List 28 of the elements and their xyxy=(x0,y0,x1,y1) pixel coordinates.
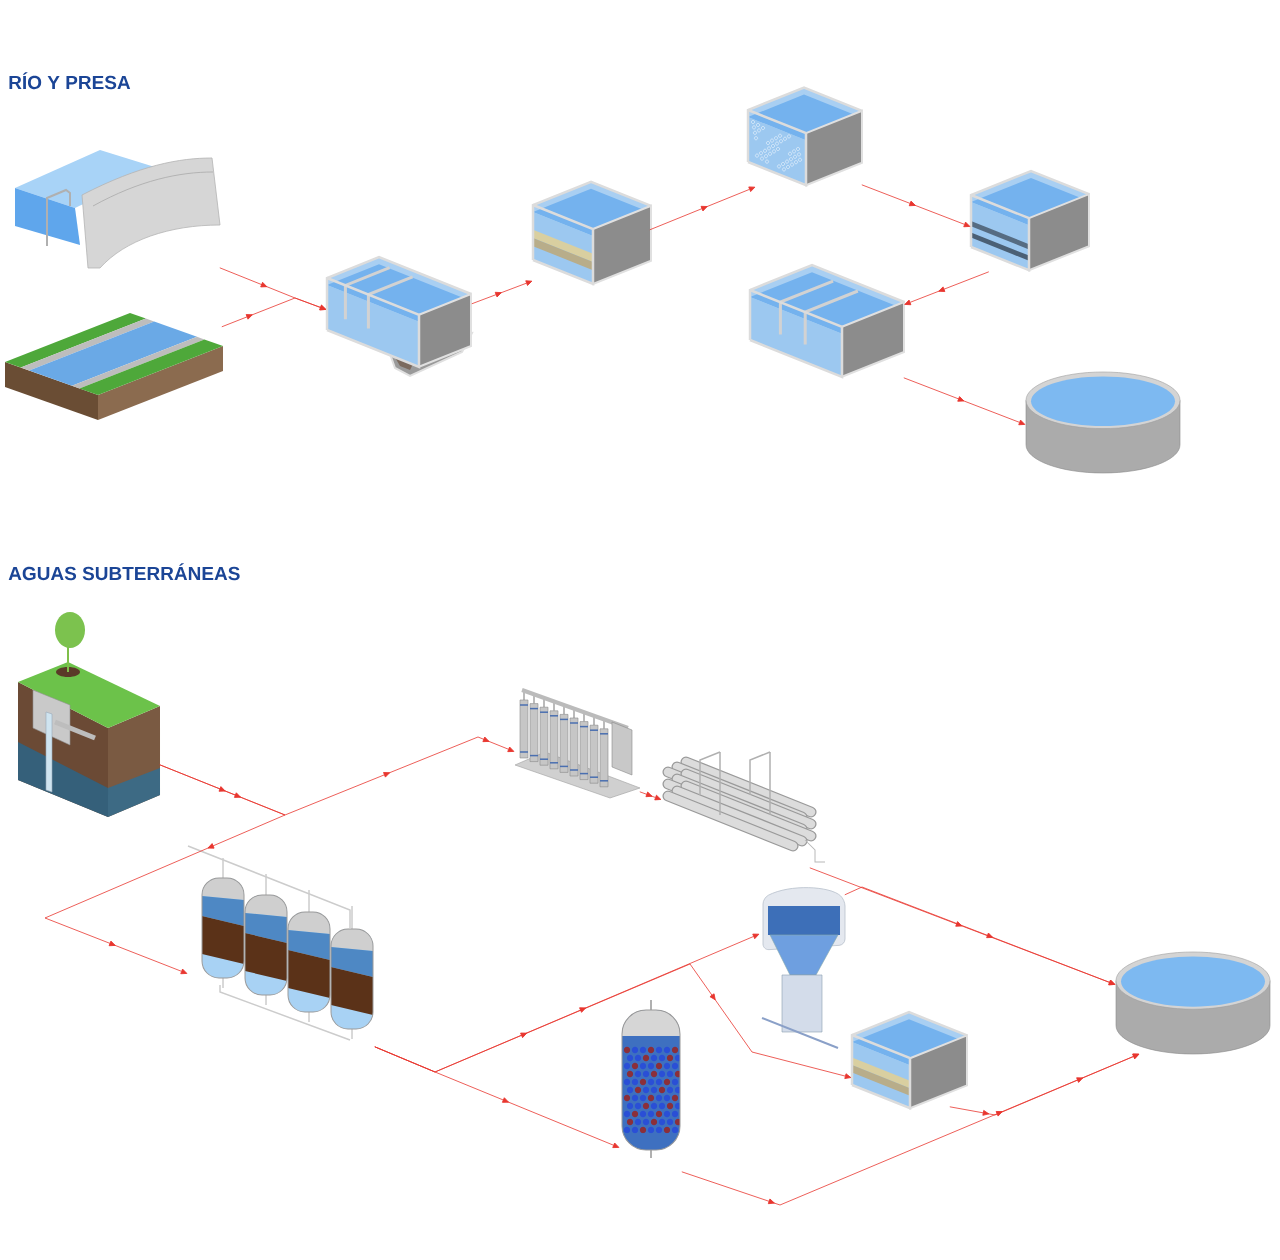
well-drawing xyxy=(18,612,160,817)
storage-tank-drawing xyxy=(1025,371,1181,474)
layered-tank-drawing xyxy=(969,169,1090,273)
flow-arrow xyxy=(903,377,1026,426)
clarifier-drawing xyxy=(761,887,846,1049)
section-heading: AGUAS SUBTERRÁNEAS xyxy=(8,563,240,581)
membrane-skid-drawing xyxy=(514,688,641,799)
flow-arrow xyxy=(649,186,756,231)
dam-drawing xyxy=(15,150,221,269)
filter-tank-drawing xyxy=(531,180,652,286)
pressure-vessels-drawing xyxy=(187,845,374,1041)
river-drawing xyxy=(5,313,223,420)
flow-arrow xyxy=(374,1046,620,1148)
flow-arrow xyxy=(639,791,662,801)
flow-arrow xyxy=(861,184,971,228)
bead-vessel-drawing xyxy=(621,999,681,1159)
flow-arrow xyxy=(844,886,1116,986)
aeration-tank-drawing xyxy=(746,86,863,188)
flow-arrow xyxy=(471,280,533,305)
tube-rack-drawing xyxy=(662,751,826,863)
section-heading: RÍO Y PRESA xyxy=(9,72,131,90)
flow-arrow xyxy=(681,1053,1140,1206)
compartment-tank-drawing xyxy=(748,263,905,379)
flow-arrow xyxy=(904,271,990,306)
filter-tank-drawing xyxy=(850,1010,968,1111)
flow-arrow xyxy=(221,297,327,328)
flow-arrow xyxy=(44,764,286,975)
storage-tank-drawing xyxy=(1115,951,1271,1055)
